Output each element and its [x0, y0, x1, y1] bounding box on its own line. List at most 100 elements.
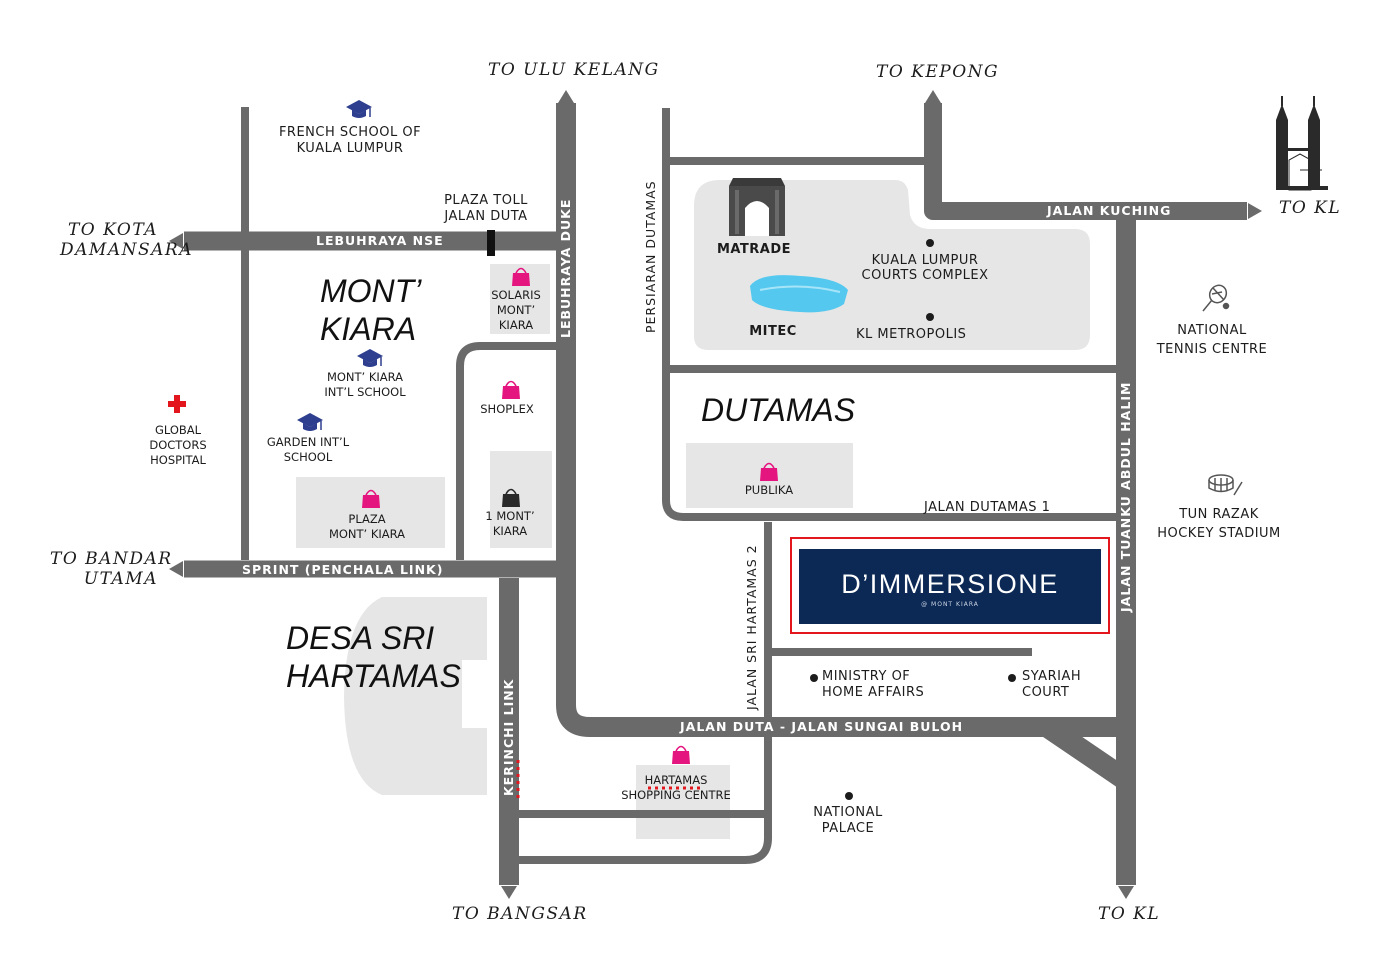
- direction-arrows: [169, 90, 1262, 899]
- school-icons: [297, 100, 383, 431]
- label-solaris-line3: KIARA: [498, 318, 534, 332]
- shopping-bag-icon: [362, 489, 380, 508]
- dest-ulu-kelang: TO ULU KELANG: [488, 60, 660, 80]
- label-solaris: SOLARIS MONT’ KIARA: [486, 288, 546, 333]
- label-kl-metropolis: KL METROPOLIS: [856, 327, 967, 342]
- label-national-palace-line2: PALACE: [821, 821, 875, 836]
- project-highlight: D’IMMERSIONE @ MONT KIARA: [790, 537, 1110, 634]
- label-french-school-line2: KUALA LUMPUR: [296, 141, 404, 156]
- label-syariah-line2: COURT: [1022, 685, 1070, 700]
- area-desa-sri-hartamas-line1: DESA SRI: [286, 620, 435, 656]
- dest-kota-damansara-line2: DAMANSARA: [60, 240, 193, 260]
- label-mont-kiara-school: MONT’ KIARA INT’L SCHOOL: [310, 370, 420, 400]
- mitec-building-icon: [750, 275, 848, 313]
- label-garden-school-line2: SCHOOL: [283, 450, 333, 464]
- label-national-palace-line1: NATIONAL: [813, 805, 883, 820]
- label-hockey-stadium: TUN RAZAK HOCKEY STADIUM: [1150, 505, 1288, 543]
- label-publika: PUBLIKA: [744, 483, 794, 497]
- label-matrade: MATRADE: [716, 242, 792, 257]
- project-subtitle: @ MONT KIARA: [921, 601, 979, 608]
- arrow-bangsar: [501, 886, 517, 899]
- arrow-kl-east: [1248, 203, 1262, 219]
- project-logo: D’IMMERSIONE @ MONT KIARA: [799, 549, 1101, 624]
- graduation-cap-icon: [297, 413, 323, 431]
- label-national-palace: NATIONAL PALACE: [800, 805, 896, 837]
- dest-kota-damansara: TO KOTA DAMANSARA: [60, 220, 193, 260]
- label-mont-kiara-school-line1: MONT’ KIARA: [326, 370, 404, 384]
- one-mont-kiara-block: [490, 451, 552, 548]
- dest-bandar-utama-line1: TO BANDAR: [50, 549, 173, 569]
- label-syariah: SYARIAH COURT: [1022, 669, 1081, 701]
- label-hartamas-line1: HARTAMAS: [644, 773, 708, 787]
- dest-kota-damansara-line1: TO KOTA: [67, 220, 158, 240]
- shopping-bag-icon: [512, 267, 530, 286]
- dest-kepong: TO KEPONG: [876, 62, 1000, 82]
- dest-kl-east: TO KL: [1279, 198, 1342, 218]
- label-hartamas-line2: SHOPPING CENTRE: [621, 788, 731, 802]
- label-solaris-line2: MONT’: [496, 303, 536, 317]
- label-syariah-line1: SYARIAH: [1022, 669, 1082, 684]
- label-ministry-line1: MINISTRY OF: [822, 669, 911, 684]
- plaza-mont-kiara-block: [296, 477, 445, 548]
- arrow-kepong: [925, 90, 941, 103]
- road-network: [184, 103, 1247, 885]
- shopping-bag-icon: [760, 462, 778, 481]
- dot-ministry: [810, 674, 818, 682]
- label-plaza-toll-line2: JALAN DUTA: [444, 209, 528, 224]
- label-tennis-centre: NATIONAL TENNIS CENTRE: [1152, 321, 1272, 359]
- road-label-sprint: SPRINT (PENCHALA LINK): [242, 562, 444, 577]
- label-plaza-toll-line1: PLAZA TOLL: [444, 193, 528, 208]
- shopping-bag-icon: [502, 380, 520, 399]
- dest-kl-south: TO KL: [1098, 904, 1161, 924]
- label-mitec: MITEC: [749, 324, 797, 339]
- road-dutamas: [662, 108, 1116, 521]
- label-global-doctors: GLOBAL DOCTORS HOSPITAL: [138, 423, 218, 468]
- road-label-kuching: JALAN KUCHING: [1047, 203, 1172, 218]
- area-desa-sri-hartamas-line2: HARTAMAS: [286, 658, 461, 694]
- label-plaza-toll: PLAZA TOLL JALAN DUTA: [430, 193, 542, 225]
- road-label-duta-sungai-buloh: JALAN DUTA - JALAN SUNGAI BULOH: [680, 719, 964, 734]
- tennis-racket-icon: [1202, 284, 1230, 312]
- label-solaris-line1: SOLARIS: [491, 288, 541, 302]
- label-ministry: MINISTRY OF HOME AFFAIRS: [822, 669, 924, 701]
- label-garden-school: GARDEN INT’L SCHOOL: [258, 435, 358, 465]
- label-one-mont-kiara: 1 MONT’ KIARA: [476, 509, 544, 539]
- label-shoplex: SHOPLEX: [480, 402, 534, 416]
- red-cross-icon: [168, 395, 186, 413]
- road-label-tuanku-abdul-halim: JALAN TUANKU ABDUL HALIM: [1118, 381, 1133, 612]
- road-diagonal: [1041, 717, 1133, 790]
- dot-syariah: [1008, 674, 1016, 682]
- label-hartamas: HARTAMAS SHOPPING CENTRE: [616, 773, 736, 803]
- shopping-bag-icon: [502, 488, 520, 507]
- twin-towers-icon: [1276, 96, 1328, 191]
- label-garden-school-line1: GARDEN INT’L: [266, 435, 350, 449]
- road-label-kerinchi: KERINCHI LINK: [501, 678, 516, 796]
- label-global-doctors-line1: GLOBAL: [154, 423, 202, 437]
- arch-building-icon: [729, 178, 785, 236]
- road-label-nse: LEBUHRAYA NSE: [316, 233, 444, 248]
- label-one-mont-kiara-line2: KIARA: [492, 524, 528, 538]
- road-label-duke: LEBUHRAYA DUKE: [558, 198, 573, 338]
- label-french-school-line1: FRENCH SCHOOL OF: [278, 125, 422, 140]
- label-ministry-line2: HOME AFFAIRS: [822, 685, 925, 700]
- label-plaza-mont-kiara-line1: PLAZA: [348, 512, 386, 526]
- label-plaza-mont-kiara: PLAZA MONT’ KIARA: [312, 512, 422, 542]
- label-plaza-mont-kiara-line2: MONT’ KIARA: [328, 527, 406, 541]
- toll-plaza-marker: [487, 230, 495, 256]
- road-duke: [556, 103, 1126, 737]
- shopping-bag-icons: [362, 267, 778, 764]
- label-global-doctors-line3: HOSPITAL: [150, 453, 206, 467]
- label-one-mont-kiara-line1: 1 MONT’: [485, 509, 535, 523]
- dot-kl-metropolis: [926, 313, 934, 321]
- label-courts-line1: KUALA LUMPUR: [871, 253, 979, 268]
- label-courts-line2: COURTS COMPLEX: [861, 268, 989, 283]
- area-dutamas: DUTAMAS: [701, 392, 856, 428]
- graduation-cap-icon: [357, 349, 383, 367]
- label-mont-kiara-school-line2: INT’L SCHOOL: [324, 385, 406, 399]
- dest-bandar-utama: TO BANDAR UTAMA: [50, 549, 173, 589]
- label-hockey-stadium-line1: TUN RAZAK: [1179, 507, 1259, 522]
- graduation-cap-icon: [346, 100, 372, 118]
- dest-bandar-utama-line2: UTAMA: [83, 569, 158, 589]
